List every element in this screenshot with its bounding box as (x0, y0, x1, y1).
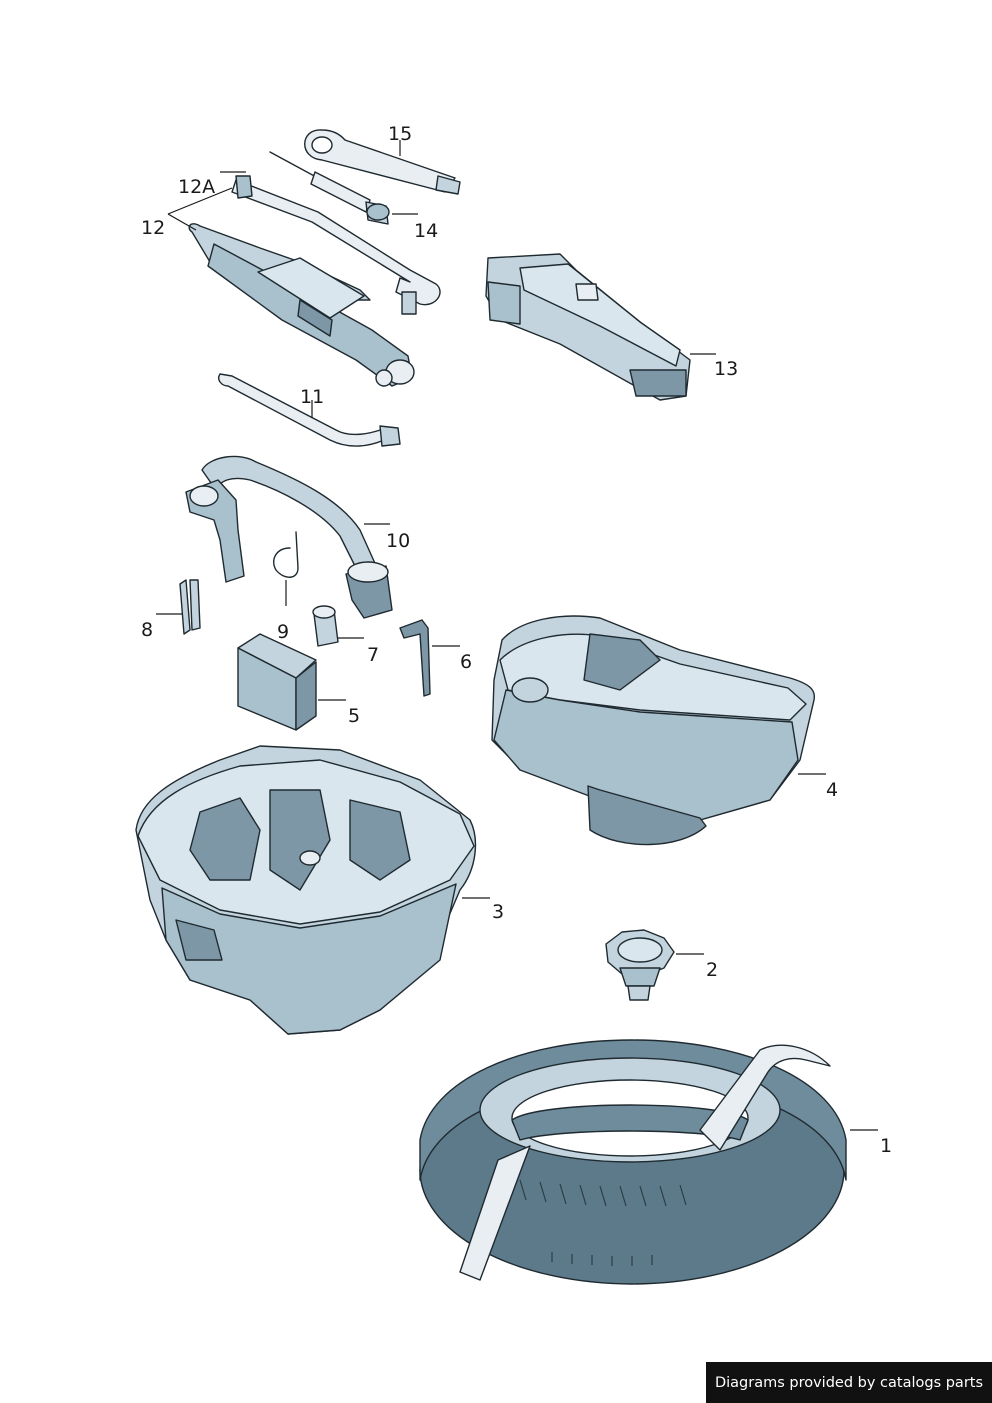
scissor-jack-part-12[interactable] (188, 223, 415, 387)
leader-lines (156, 140, 878, 1131)
callout-6[interactable]: 6 (460, 651, 472, 673)
lock-nut-part-2[interactable] (605, 929, 675, 1001)
callout-14[interactable]: 14 (414, 220, 438, 242)
towing-eye-part-15[interactable] (304, 129, 461, 195)
callout-7[interactable]: 7 (367, 644, 379, 666)
wire-clip-part-9[interactable] (272, 531, 299, 578)
tool-rod-part-14[interactable] (269, 151, 390, 225)
foam-block-part-5[interactable] (237, 633, 317, 731)
callout-12a[interactable]: 12A (178, 176, 215, 198)
callout-1[interactable]: 1 (880, 1135, 892, 1157)
callout-3[interactable]: 3 (492, 901, 504, 923)
spare-tyre-part-1[interactable] (419, 1039, 847, 1285)
callout-13[interactable]: 13 (714, 358, 738, 380)
callout-9[interactable]: 9 (277, 621, 289, 643)
callout-12[interactable]: 12 (141, 217, 165, 239)
hex-key-part-6[interactable] (399, 619, 431, 697)
nut-part-7[interactable] (312, 605, 339, 647)
tread-pattern (519, 1179, 687, 1266)
callout-labels: 15 14 12A 12 13 11 10 9 8 7 6 5 4 3 2 1 (141, 123, 892, 1157)
wheel-brace-part-10[interactable] (185, 455, 393, 619)
callout-15[interactable]: 15 (388, 123, 412, 145)
jack-part-13[interactable] (485, 253, 691, 401)
credit-banner: Diagrams provided by catalogs parts (706, 1362, 992, 1403)
crank-handle-part-12a[interactable] (231, 175, 441, 315)
tool-tray-part-3[interactable] (135, 745, 477, 1035)
callout-2[interactable]: 2 (706, 959, 718, 981)
callout-10[interactable]: 10 (386, 530, 410, 552)
callout-4[interactable]: 4 (826, 779, 838, 801)
tool-tray-part-4[interactable] (491, 615, 816, 846)
bracket-part-8[interactable] (179, 579, 201, 635)
callout-11[interactable]: 11 (300, 386, 324, 408)
callout-8[interactable]: 8 (141, 619, 153, 641)
bent-rod-part-11[interactable] (218, 373, 401, 447)
callout-5[interactable]: 5 (348, 705, 360, 727)
